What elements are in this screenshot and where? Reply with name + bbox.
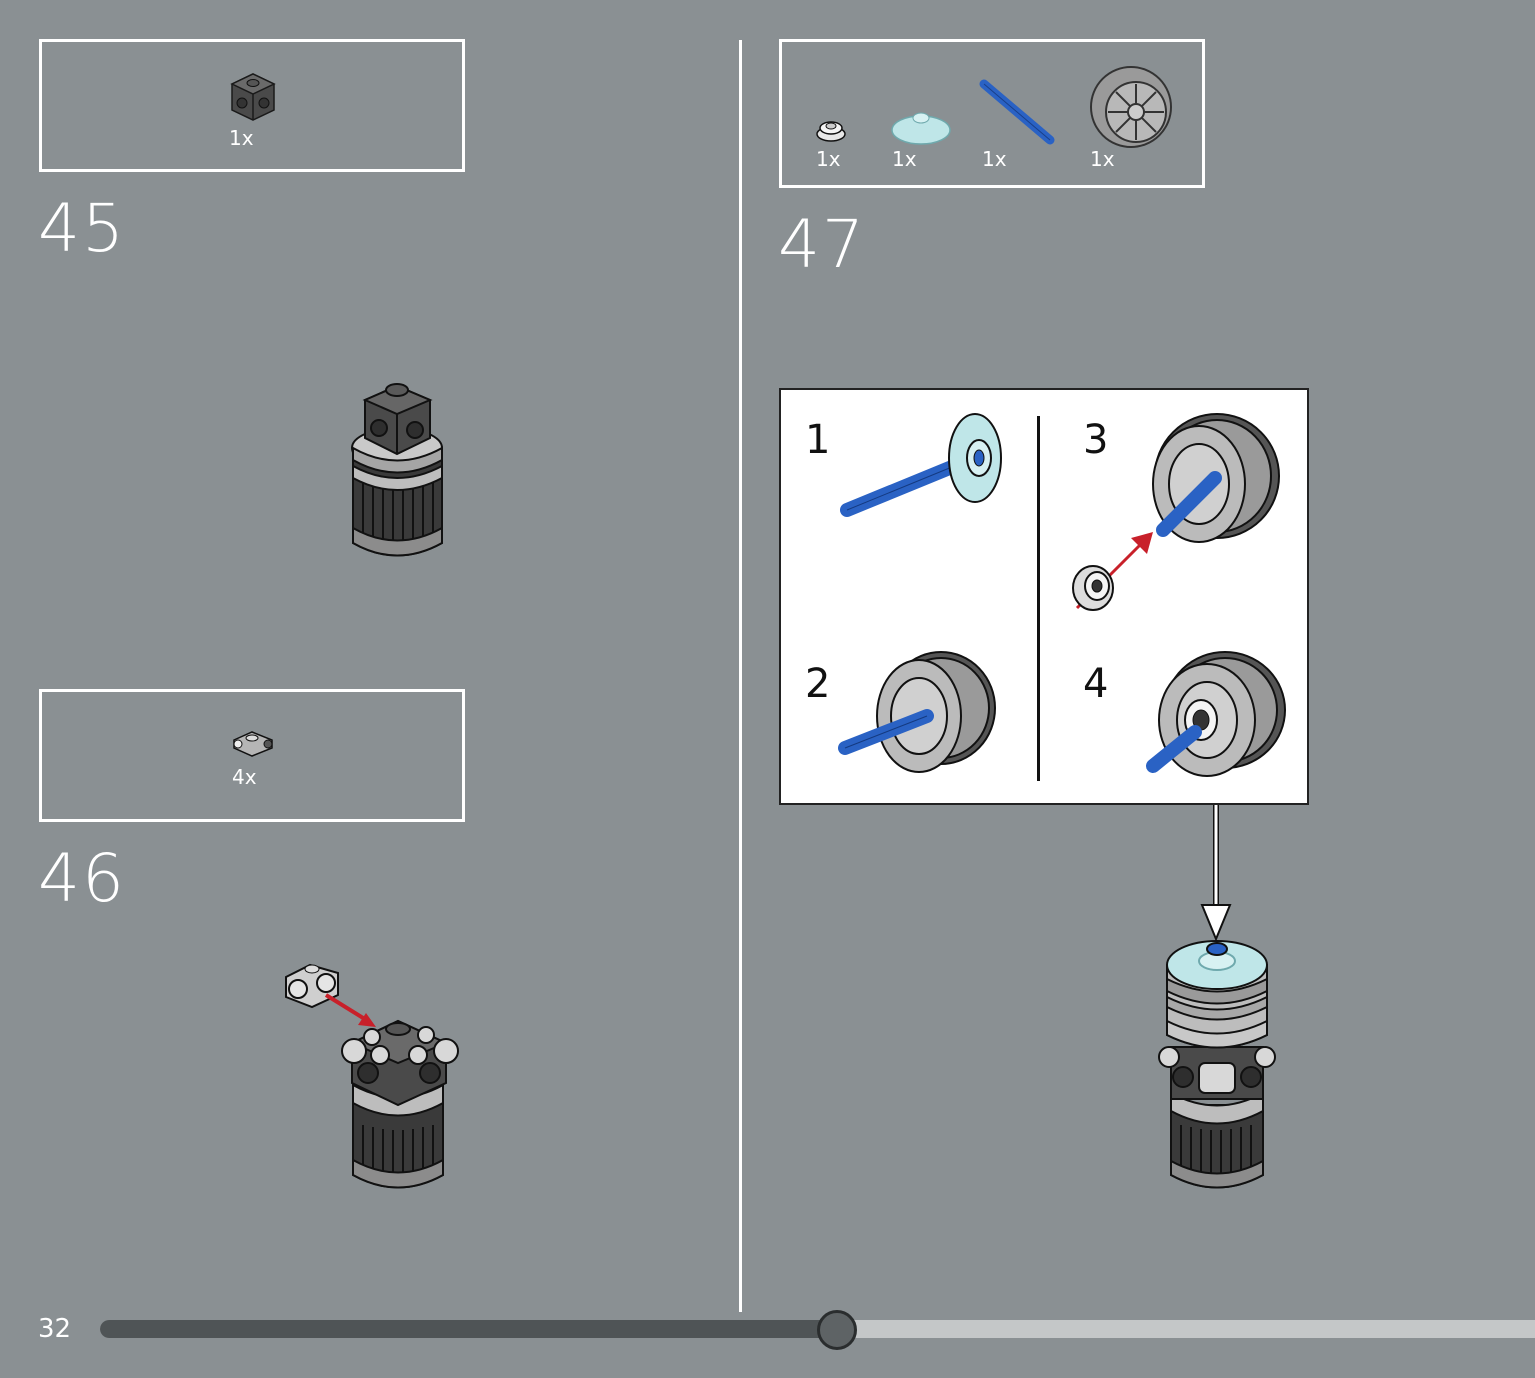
step-number-47: 47: [778, 206, 866, 283]
gray-wheel-rim-icon: [1090, 66, 1172, 148]
white-round-plate-icon: [816, 121, 846, 142]
assembly-step-46-illustration: [285, 963, 459, 1189]
substep-number-2: 2: [805, 661, 831, 707]
blue-axle-icon: [979, 79, 1055, 145]
parts-callout-step-45: 1x: [39, 39, 465, 172]
progress-fill: [100, 1320, 837, 1338]
parts-callout-step-46: 4x: [39, 689, 465, 822]
substep-1-illustration: [840, 413, 1002, 517]
step-number-46: 46: [38, 840, 126, 917]
substep-2-illustration: [838, 651, 996, 773]
substep-number-1: 1: [805, 417, 831, 463]
progress-knob[interactable]: [817, 1310, 858, 1350]
substep-3-illustration: [1072, 413, 1280, 611]
sub-assembly-panel: 1 2 3 4: [779, 388, 1309, 805]
substep-number-4: 4: [1083, 661, 1109, 707]
light-gray-clip-plate-icon: [233, 731, 273, 757]
part-quantity: 1x: [1090, 147, 1115, 171]
page-number: 32: [38, 1314, 72, 1344]
substep-number-3: 3: [1083, 417, 1109, 463]
part-quantity: 1x: [229, 126, 254, 150]
dark-gray-brick-with-studs-icon: [230, 73, 276, 121]
assembly-step-47-illustration: [1158, 940, 1276, 1189]
parts-callout-step-47: 1x 1x 1x 1x: [779, 39, 1205, 188]
part-quantity: 4x: [232, 765, 257, 789]
progress-bar: [100, 1310, 1535, 1350]
step-number-45: 45: [38, 190, 126, 267]
substep-4-illustration: [1146, 651, 1286, 777]
part-quantity: 1x: [892, 147, 917, 171]
part-quantity: 1x: [982, 147, 1007, 171]
down-arrow: [1200, 805, 1232, 942]
part-quantity: 1x: [816, 147, 841, 171]
trans-light-blue-dish-icon: [891, 112, 951, 145]
page-divider: [739, 40, 742, 1312]
clip-plate-part: [285, 963, 339, 1009]
assembly-step-45-illustration: [351, 383, 443, 557]
sub-panel-divider: [1037, 416, 1040, 781]
